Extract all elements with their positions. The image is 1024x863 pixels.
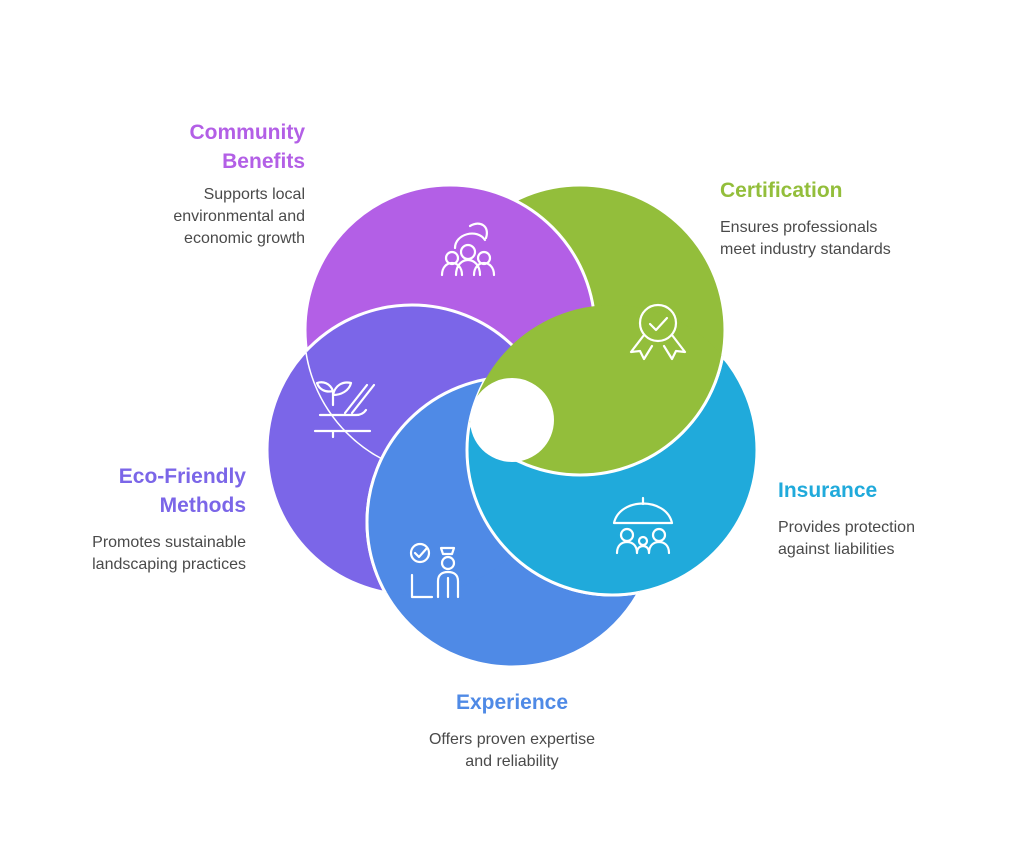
insurance-title: Insurance bbox=[778, 476, 1008, 505]
certification-description-line-2: meet industry standards bbox=[720, 241, 891, 258]
experience-description-line-1: Offers proven expertise bbox=[428, 731, 595, 748]
label-eco: Eco-Friendly Methods Promotes sustainabl… bbox=[20, 462, 246, 576]
insurance-description: Provides protection against liabilities bbox=[778, 517, 1008, 561]
experience-title-line-1: Experience bbox=[455, 691, 569, 714]
community-people-icon bbox=[440, 222, 496, 277]
community-title-line-2: Benefits bbox=[222, 150, 305, 173]
eco-title-line-2: Methods bbox=[159, 494, 246, 517]
community-title: Community Benefits bbox=[120, 118, 306, 176]
award-badge-icon bbox=[629, 303, 687, 361]
experience-description-line-2: and reliability bbox=[465, 753, 559, 770]
plant-hand-icon bbox=[313, 381, 376, 439]
experience-title: Experience bbox=[392, 688, 632, 717]
experience-description: Offers proven expertise and reliability bbox=[392, 729, 632, 773]
community-description: Supports local environmental and economi… bbox=[120, 184, 305, 250]
center-hole bbox=[470, 378, 554, 462]
eco-description-line-2: landscaping practices bbox=[92, 556, 246, 573]
certification-description: Ensures professionals meet industry stan… bbox=[720, 217, 1000, 261]
label-insurance: Insurance Provides protection against li… bbox=[778, 476, 1008, 561]
community-title-line-1: Community bbox=[189, 121, 306, 144]
eco-description: Promotes sustainable landscaping practic… bbox=[20, 532, 246, 576]
insurance-title-line-1: Insurance bbox=[778, 479, 878, 502]
certification-description-line-1: Ensures professionals bbox=[720, 219, 878, 236]
certification-title: Certification bbox=[720, 176, 1000, 205]
eco-description-line-1: Promotes sustainable bbox=[92, 534, 246, 551]
label-community: Community Benefits Supports local enviro… bbox=[120, 118, 305, 250]
umbrella-family-icon bbox=[612, 496, 674, 555]
eco-title-line-1: Eco-Friendly bbox=[118, 465, 246, 488]
community-description-line-3: economic growth bbox=[184, 230, 305, 247]
insurance-description-line-2: against liabilities bbox=[778, 541, 895, 558]
community-description-line-2: environmental and bbox=[173, 208, 305, 225]
community-description-line-1: Supports local bbox=[203, 186, 305, 203]
insurance-description-line-1: Provides protection bbox=[778, 519, 915, 536]
label-experience: Experience Offers proven expertise and r… bbox=[392, 688, 632, 773]
expert-checklist-icon bbox=[409, 542, 460, 599]
eco-title: Eco-Friendly Methods bbox=[20, 462, 246, 520]
label-certification: Certification Ensures professionals meet… bbox=[720, 176, 1000, 261]
certification-title-line-1: Certification bbox=[720, 179, 843, 202]
